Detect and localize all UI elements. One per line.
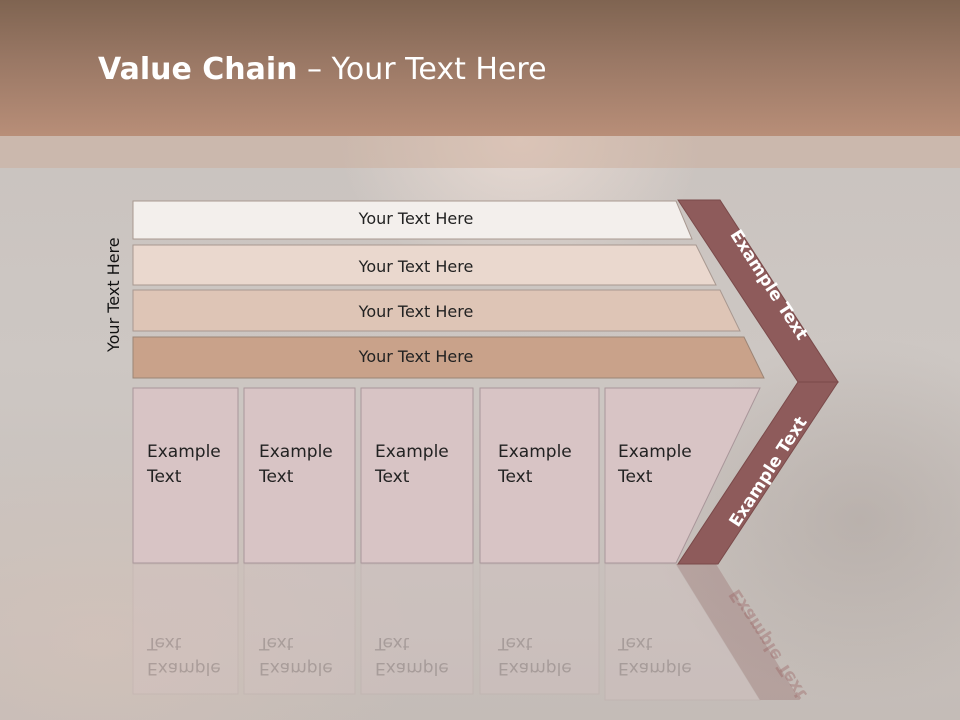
row-3-label: Your Text Here xyxy=(358,302,474,321)
box-2-reflect-line2: Text xyxy=(259,633,294,653)
title-bar xyxy=(0,0,960,136)
row-1 xyxy=(132,200,693,240)
box-2-reflect-line1: Example xyxy=(259,658,333,678)
title-band xyxy=(0,136,960,168)
box-3 xyxy=(360,387,474,564)
box-1-reflection: Example Text xyxy=(147,630,247,680)
row-4-label: Your Text Here xyxy=(358,347,474,366)
box-1-reflect-line2: Text xyxy=(147,633,182,653)
box-2-reflection: Example Text xyxy=(259,630,359,680)
box-3-reflect-line1: Example xyxy=(375,658,449,678)
box-3-line1: Example xyxy=(375,442,449,462)
box-3-line2: Text xyxy=(375,467,410,487)
box-4-reflect-line1: Example xyxy=(498,658,572,678)
row-4 xyxy=(132,336,765,379)
box-5-reflect-line2: Text xyxy=(618,633,653,653)
box-1-line1: Example xyxy=(147,442,221,462)
box-1 xyxy=(132,387,239,564)
box-5-line2: Text xyxy=(618,467,653,487)
box-5-reflect-line1: Example xyxy=(618,658,692,678)
boxes-reflection xyxy=(132,563,800,701)
box-1-line2: Text xyxy=(147,467,182,487)
slide-title: Value Chain – Your Text Here xyxy=(98,52,547,87)
box-4-reflection: Example Text xyxy=(498,630,598,680)
row-2-label: Your Text Here xyxy=(358,257,474,276)
title-bold: Value Chain xyxy=(98,52,298,87)
box-3-reflection: Example Text xyxy=(375,630,475,680)
chevron-lower xyxy=(677,381,839,565)
row-3 xyxy=(132,289,741,332)
box-4 xyxy=(479,387,600,564)
box-5-line1: Example xyxy=(618,442,692,462)
box-3-reflect-line2: Text xyxy=(375,633,410,653)
box-2-line1: Example xyxy=(259,442,333,462)
row-2 xyxy=(132,244,717,286)
box-1-reflect-line1: Example xyxy=(147,658,221,678)
title-rest: – Your Text Here xyxy=(297,52,547,87)
row-1-label: Your Text Here xyxy=(358,209,474,228)
box-2 xyxy=(243,387,356,564)
box-4-line2: Text xyxy=(498,467,533,487)
box-5 xyxy=(604,387,761,564)
box-4-reflect-line2: Text xyxy=(498,633,533,653)
box-2-line2: Text xyxy=(259,467,294,487)
box-4-line1: Example xyxy=(498,442,572,462)
box-5-reflection: Example Text xyxy=(618,630,718,680)
